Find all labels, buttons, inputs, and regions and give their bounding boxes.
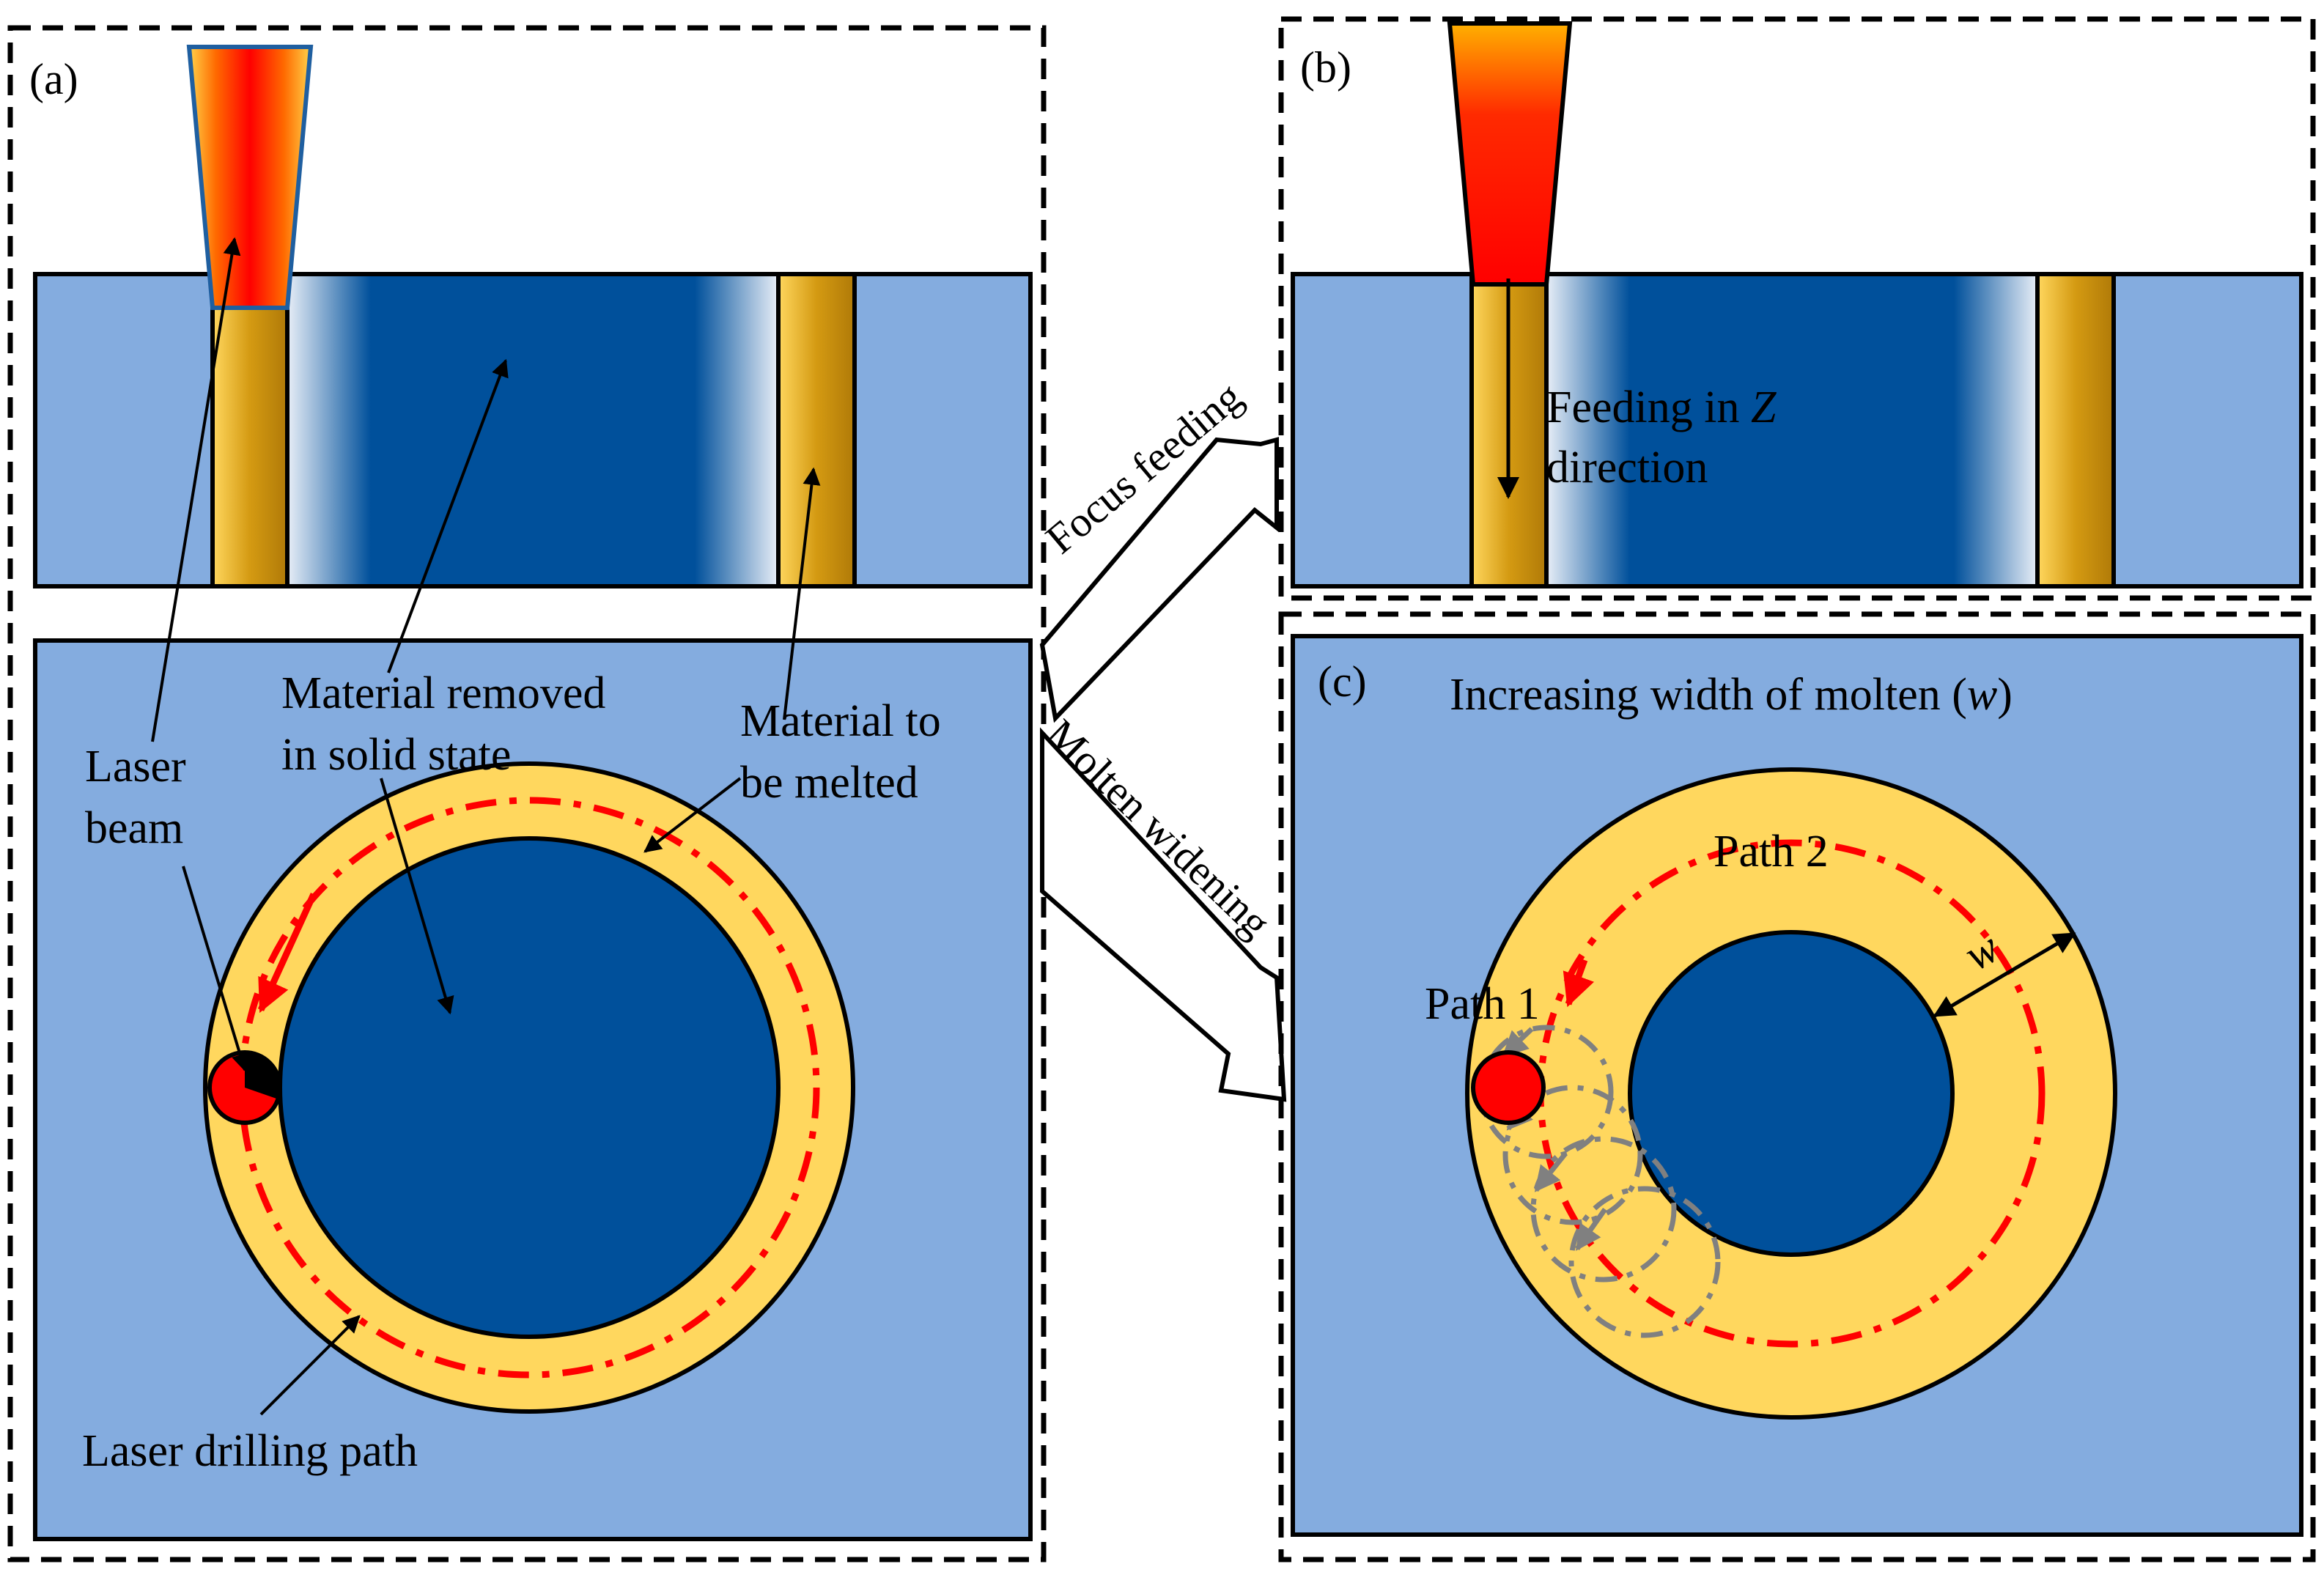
label-feeding-1: Feeding in Z bbox=[1546, 383, 1777, 432]
drilling-path-a bbox=[238, 797, 820, 1379]
leader-melt-section bbox=[783, 467, 821, 720]
ghost-arrow-4 bbox=[1575, 1207, 1607, 1251]
panel-c-title: Increasing width of molten (w) bbox=[1450, 670, 2013, 720]
panel-a-frame bbox=[7, 25, 1047, 1562]
focus-feeding-arrow bbox=[1039, 437, 1279, 723]
label-path-2: Path 2 bbox=[1714, 827, 1829, 877]
melt-strip-left bbox=[210, 272, 289, 588]
leader-drilling-path bbox=[259, 1315, 361, 1416]
label-laser-beam-1: Laser bbox=[85, 742, 186, 792]
leader-laser-beam bbox=[151, 237, 241, 742]
hole-a bbox=[278, 836, 781, 1339]
panel-c-frame bbox=[1278, 611, 2316, 1562]
removed-material-region bbox=[287, 274, 778, 586]
laser-beam-a bbox=[186, 45, 314, 310]
path-2-arrowhead bbox=[1563, 959, 1595, 1008]
ghost-arrow-3 bbox=[1534, 1151, 1568, 1192]
panel-b-frame bbox=[1278, 16, 2316, 601]
hole-c bbox=[1628, 930, 1955, 1257]
width-arrow bbox=[1933, 931, 2076, 1018]
melt-strip-right-b bbox=[2035, 272, 2116, 588]
melt-strip-right bbox=[776, 272, 857, 588]
label-laser-beam-2: beam bbox=[85, 803, 183, 853]
panel-c-label: (c) bbox=[1318, 657, 1367, 706]
label-melted-2: be melted bbox=[740, 758, 918, 808]
laser-spot-c bbox=[1471, 1050, 1546, 1125]
leader-removed-top bbox=[380, 778, 454, 1015]
path-arrowhead-a bbox=[257, 893, 317, 1014]
panel-a-cross-section bbox=[33, 272, 1033, 588]
panel-a-label: (a) bbox=[29, 55, 78, 103]
label-removed-1: Material removed bbox=[281, 668, 605, 718]
panel-c-top-view bbox=[1291, 634, 2303, 1537]
label-path-1: Path 1 bbox=[1425, 979, 1540, 1029]
leader-removed-section bbox=[387, 358, 509, 674]
path-1-ghost-circles bbox=[1479, 1025, 1721, 1338]
label-removed-2: in solid state bbox=[281, 730, 511, 780]
label-melted-1: Material to bbox=[740, 696, 941, 746]
panel-a-top-view bbox=[33, 638, 1033, 1541]
leader-laser-spot bbox=[182, 866, 249, 1072]
label-drilling-path: Laser drilling path bbox=[82, 1426, 418, 1476]
leader-melt-top bbox=[643, 777, 742, 853]
laser-beam-b bbox=[1447, 21, 1573, 287]
panel-b-label: (b) bbox=[1300, 43, 1351, 92]
molten-widening-arrow bbox=[1040, 727, 1287, 1102]
panel-b-cross-section bbox=[1291, 272, 2303, 588]
label-feeding-2: direction bbox=[1546, 443, 1708, 492]
